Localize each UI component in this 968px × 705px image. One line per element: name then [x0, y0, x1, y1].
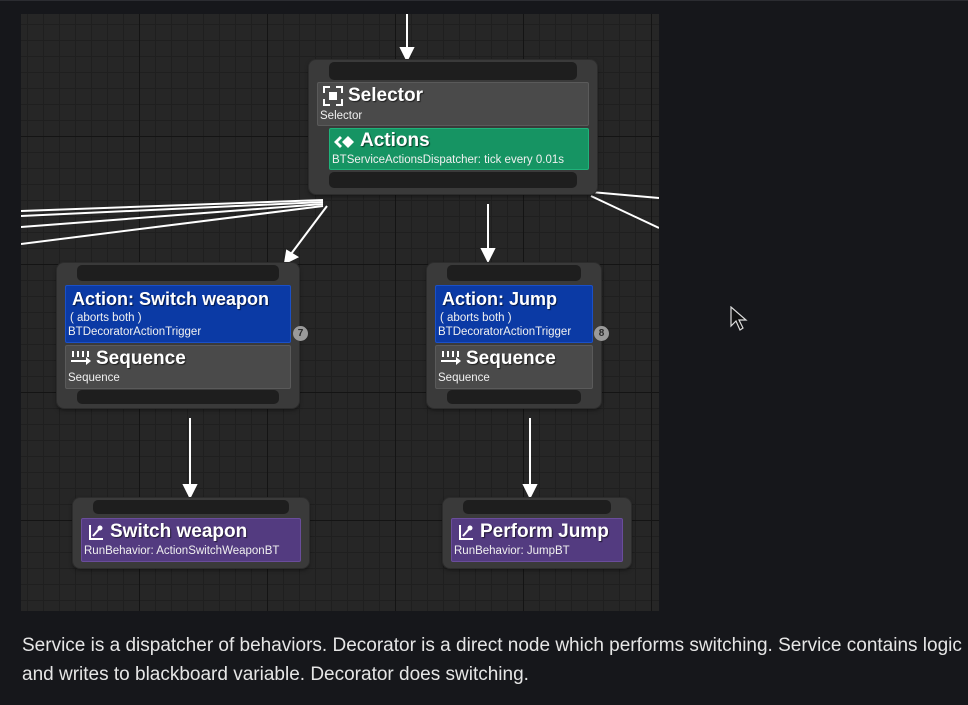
input-pin[interactable]: [463, 500, 611, 514]
task-subtitle: RunBehavior: ActionSwitchWeaponBT: [84, 545, 280, 557]
graph-wires: [21, 14, 659, 500]
sequence-subtitle: Sequence: [438, 372, 490, 384]
selector-title: Selector: [348, 85, 423, 106]
decorator-subtitle: BTDecoratorActionTrigger: [68, 326, 202, 338]
selector-subtitle: Selector: [320, 110, 363, 122]
sequence-block[interactable]: Sequence Sequence: [435, 345, 593, 389]
output-pin[interactable]: [77, 390, 279, 404]
wire-left-3: [21, 203, 324, 228]
run-behavior-icon: [89, 525, 103, 540]
run-behavior-block[interactable]: Perform Jump RunBehavior: JumpBT: [451, 518, 623, 562]
arrow-head-into-selector: [399, 47, 415, 63]
output-pin[interactable]: [329, 172, 577, 188]
task-title: Switch weapon: [110, 521, 248, 542]
wire-right-1: [590, 191, 659, 199]
arrow-to-branch-1: [290, 205, 328, 255]
output-pin[interactable]: [447, 390, 581, 404]
actions-service-block[interactable]: Actions BTServiceActionsDispatcher: tick…: [329, 128, 589, 170]
wire-left-2: [21, 201, 324, 217]
selector-block[interactable]: Selector Selector: [317, 82, 589, 126]
jump-sequence-node[interactable]: Action: Jump ( aborts both ) BTDecorator…: [427, 263, 609, 408]
service-icon: [334, 136, 354, 148]
caption-text: Service is a dispatcher of behaviors. De…: [22, 635, 962, 685]
arrow-head-to-task-2: [522, 484, 538, 500]
run-behavior-icon: [459, 525, 473, 540]
behavior-tree-graph-canvas[interactable]: Selector Selector Actions BTServiceActio…: [21, 14, 659, 611]
sequence-title: Sequence: [466, 348, 556, 369]
wire-left-1: [21, 199, 324, 212]
decorator-switch-weapon[interactable]: Action: Switch weapon ( aborts both ) BT…: [65, 285, 291, 343]
arrow-head-to-branch-2: [480, 248, 496, 264]
sequence-block[interactable]: Sequence Sequence: [65, 345, 291, 389]
sequence-title: Sequence: [96, 348, 186, 369]
sequence-subtitle: Sequence: [68, 372, 120, 384]
task-subtitle: RunBehavior: JumpBT: [454, 545, 570, 557]
execution-order-badge: 7: [293, 326, 308, 341]
perform-jump-task-node[interactable]: Perform Jump RunBehavior: JumpBT: [443, 498, 631, 568]
decorator-aborts: ( aborts both ): [70, 312, 142, 324]
input-pin[interactable]: [447, 265, 581, 281]
actions-service-title: Actions: [360, 130, 430, 151]
mouse-cursor-icon: [730, 306, 748, 331]
decorator-aborts: ( aborts both ): [440, 312, 512, 324]
arrow-head-to-task-1: [182, 484, 198, 500]
decorator-title: Action: Jump: [442, 289, 557, 309]
task-title: Perform Jump: [480, 521, 609, 542]
wire-left-4: [21, 205, 324, 245]
input-pin[interactable]: [77, 265, 279, 281]
input-pin[interactable]: [93, 500, 289, 514]
run-behavior-block[interactable]: Switch weapon RunBehavior: ActionSwitchW…: [81, 518, 301, 562]
actions-service-subtitle: BTServiceActionsDispatcher: tick every 0…: [332, 154, 565, 166]
arrow-head-to-branch-1: [283, 249, 300, 265]
top-divider: [0, 0, 968, 1]
selector-icon: [323, 86, 343, 106]
sequence-icon: [71, 351, 91, 365]
sequence-icon: [441, 351, 461, 365]
switch-weapon-sequence-node[interactable]: Action: Switch weapon ( aborts both ) BT…: [57, 263, 308, 408]
decorator-jump[interactable]: Action: Jump ( aborts both ) BTDecorator…: [435, 285, 593, 343]
decorator-subtitle: BTDecoratorActionTrigger: [438, 326, 572, 338]
input-pin[interactable]: [329, 62, 577, 80]
selector-node[interactable]: Selector Selector Actions BTServiceActio…: [309, 60, 597, 194]
switch-weapon-task-node[interactable]: Switch weapon RunBehavior: ActionSwitchW…: [73, 498, 309, 568]
execution-order-badge: 8: [594, 326, 609, 341]
wire-right-2: [590, 195, 659, 229]
decorator-title: Action: Switch weapon: [72, 289, 270, 309]
